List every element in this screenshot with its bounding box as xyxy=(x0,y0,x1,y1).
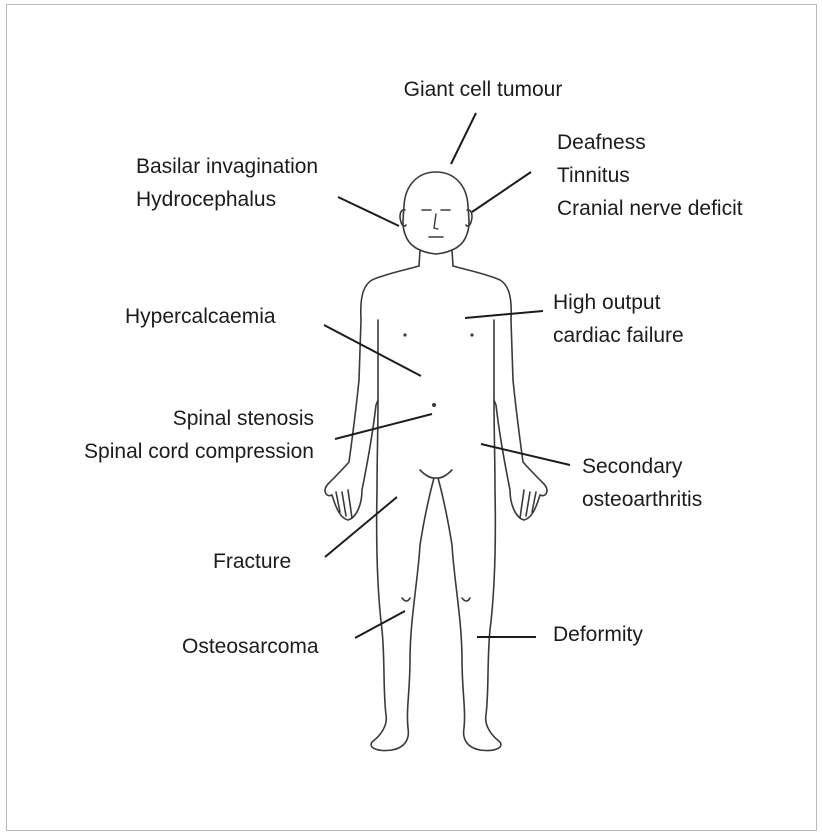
label-line: Spinal stenosis xyxy=(20,402,314,435)
human-figure xyxy=(325,172,547,751)
face xyxy=(422,210,450,237)
label-line: Basilar invagination xyxy=(136,150,318,183)
label-line: Giant cell tumour xyxy=(380,73,586,106)
leader-lines xyxy=(324,113,570,638)
label-deafness: Deafness Tinnitus Cranial nerve deficit xyxy=(557,126,743,225)
knee-marks xyxy=(402,598,470,601)
label-line: cardiac failure xyxy=(553,319,684,352)
label-spinal-stenosis: Spinal stenosis Spinal cord compression xyxy=(20,402,314,468)
label-fracture: Fracture xyxy=(213,545,291,578)
head-outline xyxy=(403,172,469,254)
label-line: Cranial nerve deficit xyxy=(557,192,743,225)
label-line: Spinal cord compression xyxy=(20,435,314,468)
label-line: Osteosarcoma xyxy=(182,630,319,663)
leader-basilar xyxy=(338,197,399,226)
label-line: Deafness xyxy=(557,126,743,159)
leader-deafness xyxy=(472,172,531,212)
label-hypercalcaemia: Hypercalcaemia xyxy=(125,300,276,333)
label-line: High output xyxy=(553,286,684,319)
label-cardiac-failure: High output cardiac failure xyxy=(553,286,684,352)
label-giant-cell-tumour: Giant cell tumour xyxy=(380,73,586,106)
label-line: osteoarthritis xyxy=(582,483,702,516)
right-fingers xyxy=(520,490,536,518)
right-nipple xyxy=(470,333,473,336)
label-line: Fracture xyxy=(213,545,291,578)
leader-hypercalc xyxy=(324,325,421,376)
navel xyxy=(432,403,436,407)
body-outline xyxy=(325,266,547,751)
groin xyxy=(420,470,452,478)
label-line: Deformity xyxy=(553,618,643,651)
leader-cardiac xyxy=(465,311,543,318)
label-basilar-invagination: Basilar invagination Hydrocephalus xyxy=(136,150,318,216)
leader-spinal xyxy=(335,414,432,439)
label-line: Secondary xyxy=(582,450,702,483)
label-deformity: Deformity xyxy=(553,618,643,651)
label-secondary-osteoarthritis: Secondary osteoarthritis xyxy=(582,450,702,516)
label-line: Tinnitus xyxy=(557,159,743,192)
label-osteosarcoma: Osteosarcoma xyxy=(182,630,319,663)
left-fingers xyxy=(336,490,352,518)
label-line: Hydrocephalus xyxy=(136,183,318,216)
label-line: Hypercalcaemia xyxy=(125,300,276,333)
body-dots xyxy=(403,333,473,407)
left-nipple xyxy=(403,333,406,336)
nose xyxy=(434,214,438,229)
leader-giant-cell xyxy=(451,113,476,164)
